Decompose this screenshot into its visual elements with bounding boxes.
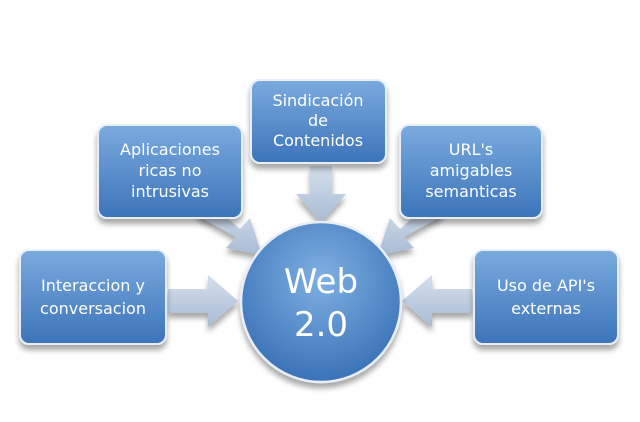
node-interaccion-line-2: conversacion xyxy=(40,299,146,318)
hub-line-1: Web xyxy=(284,262,358,302)
node-aplicaciones-line-1: Aplicaciones xyxy=(120,140,220,159)
node-aplicaciones-line-3: intrusivas xyxy=(131,182,209,201)
node-apis-line-1: Uso de API's xyxy=(497,276,595,295)
node-interaccion: Interaccion y conversacion xyxy=(19,249,167,345)
hub-line-2: 2.0 xyxy=(294,305,348,345)
node-interaccion-line-1: Interaccion y xyxy=(41,276,145,295)
arrow-top-icon xyxy=(296,166,346,222)
node-aplicaciones-line-2: ricas no xyxy=(139,161,202,180)
node-sindicacion: Sindicación de Contenidos xyxy=(250,79,387,164)
node-urls: URL's amigables semanticas xyxy=(399,124,543,219)
node-urls-line-3: semanticas xyxy=(425,182,516,201)
node-apis-line-2: externas xyxy=(511,299,581,318)
node-urls-line-2: amigables xyxy=(430,161,513,180)
node-sindicacion-line-2: de xyxy=(308,111,328,130)
center-hub: Web 2.0 xyxy=(239,220,403,384)
node-sindicacion-line-3: Contenidos xyxy=(273,131,363,150)
node-sindicacion-line-1: Sindicación xyxy=(272,91,363,110)
arrow-left-icon xyxy=(168,275,238,327)
node-urls-line-1: URL's xyxy=(449,140,493,159)
node-aplicaciones: Aplicaciones ricas no intrusivas xyxy=(97,124,243,219)
node-apis: Uso de API's externas xyxy=(473,249,619,345)
arrow-right-icon xyxy=(402,275,472,327)
